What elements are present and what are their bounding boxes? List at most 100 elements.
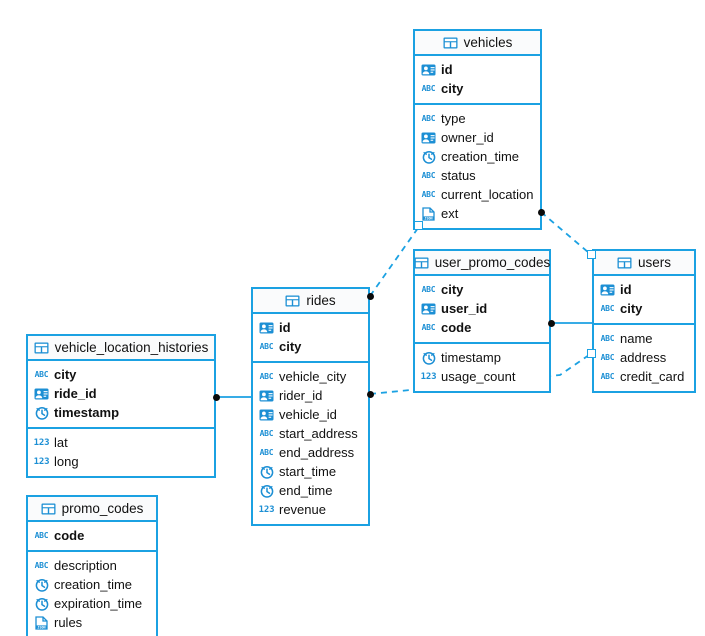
table-header[interactable]: users [594, 251, 694, 276]
clock-icon [34, 596, 49, 611]
primary-key-row[interactable]: timestamp [28, 403, 214, 422]
column-name: rules [54, 615, 83, 630]
column-row[interactable]: owner_id [415, 128, 540, 147]
clock-icon [421, 149, 436, 164]
primary-key-row[interactable]: id [253, 318, 368, 337]
abc-string-icon: ABC [421, 84, 436, 93]
table-header[interactable]: promo_codes [28, 497, 156, 522]
column-row[interactable]: creation_time [415, 147, 540, 166]
table-icon [414, 255, 429, 270]
primary-key-row[interactable]: ABC code [28, 526, 156, 545]
column-name: address [620, 350, 667, 365]
id-card-icon [421, 130, 436, 145]
clock-icon [34, 405, 49, 420]
primary-key-row[interactable]: id [415, 60, 540, 79]
column-name: credit_card [620, 369, 685, 384]
column-name: timestamp [54, 405, 120, 420]
table-header[interactable]: vehicles [415, 31, 540, 56]
relationship-edge-rides-vehicles[interactable] [369, 227, 419, 297]
abc-string-icon: ABC [600, 353, 615, 362]
column-name: ext [441, 206, 459, 221]
table-icon [34, 340, 49, 355]
id-card-icon [34, 386, 49, 401]
table-header[interactable]: rides [253, 289, 368, 314]
id-card-icon [259, 388, 274, 403]
123-number-icon: 123 [420, 371, 437, 382]
table-title: user_promo_codes [434, 254, 551, 270]
column-name: vehicle_city [279, 369, 347, 384]
column-row[interactable]: start_time [253, 462, 368, 481]
table-title: promo_codes [61, 500, 144, 516]
abc-string-icon: ABC [34, 531, 49, 540]
column-name: start_time [279, 464, 337, 479]
table-header[interactable]: user_promo_codes [414, 251, 551, 276]
column-row[interactable]: rider_id [253, 386, 368, 405]
column-row[interactable]: ABC credit_card [594, 367, 694, 386]
edge-endpoint-square [413, 220, 423, 230]
column-row[interactable]: ABC address [594, 348, 694, 367]
edge-endpoint-dot [212, 393, 220, 401]
column-row[interactable]: timestamp [415, 348, 549, 367]
123-number-icon: 123 [258, 504, 275, 515]
column-name: city [279, 339, 302, 354]
column-name: city [620, 301, 643, 316]
id-card-icon [259, 407, 274, 422]
abc-string-icon: ABC [34, 370, 49, 379]
column-row[interactable]: expiration_time [28, 594, 156, 613]
clock-icon [421, 350, 436, 365]
clock-icon [259, 483, 274, 498]
column-name: code [54, 528, 85, 543]
column-name: id [441, 62, 453, 77]
column-row[interactable]: creation_time [28, 575, 156, 594]
column-row[interactable]: vehicle_id [253, 405, 368, 424]
table-header[interactable]: vehicle_location_histories [28, 336, 214, 361]
id-card-icon [259, 320, 274, 335]
column-name: id [620, 282, 632, 297]
table-title: users [637, 254, 671, 270]
relationship-edge-vehicles-users[interactable] [540, 211, 590, 254]
abc-string-icon: ABC [600, 372, 615, 381]
column-row[interactable]: end_time [253, 481, 368, 500]
primary-key-row[interactable]: id [594, 280, 694, 299]
edge-endpoint-dot [537, 208, 545, 216]
primary-key-row[interactable]: ride_id [28, 384, 214, 403]
edge-endpoint-dot [366, 292, 374, 300]
abc-string-icon: ABC [259, 429, 274, 438]
primary-key-row[interactable]: user_id [415, 299, 549, 318]
abc-string-icon: ABC [34, 561, 49, 570]
column-name: code [441, 320, 472, 335]
edge-endpoint-dot [547, 319, 555, 327]
table-icon [443, 35, 458, 50]
